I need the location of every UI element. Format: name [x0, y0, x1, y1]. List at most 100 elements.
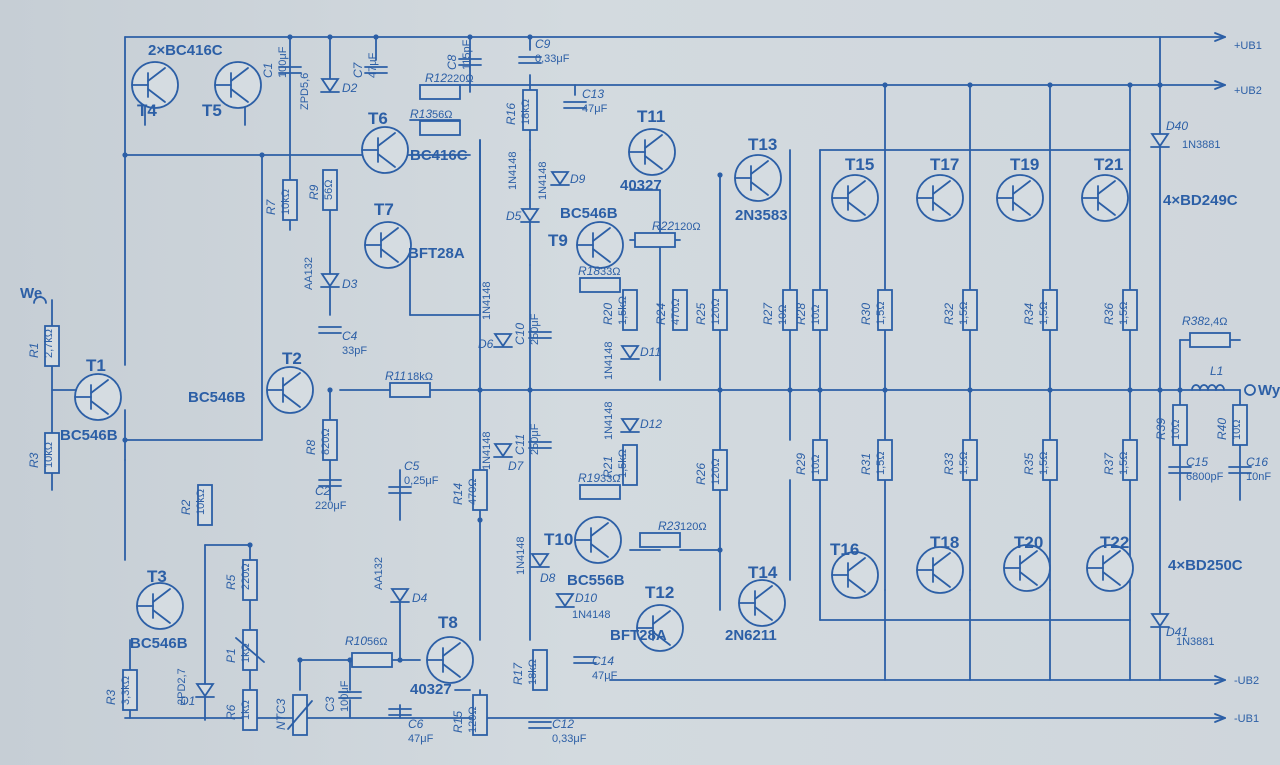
transistor-emitter-t11: [644, 155, 663, 170]
resistor-name-r7: R7: [264, 198, 278, 215]
transistor-emitter-t12: [652, 631, 671, 646]
group-label-bottom-outputs: 4×BD250C: [1168, 557, 1243, 574]
transistor-collector-t16: [847, 557, 866, 572]
resistor-r16: [522, 89, 538, 131]
transistor-type-t13: 2N3583: [735, 207, 788, 224]
transistor-collector-t19: [1012, 180, 1031, 195]
transistor-type-t14: 2N6211: [725, 627, 777, 644]
transistor-emitter-t6: [377, 153, 396, 168]
transistor-collector-t21: [1097, 180, 1116, 195]
transistor-collector-t6: [377, 132, 396, 147]
resistor-name-r10: R10: [345, 634, 367, 648]
transistor-name-t2: T2: [282, 349, 302, 368]
diode-name-d8: D8: [540, 571, 556, 585]
resistor-value-r6: 1kΩ: [240, 700, 252, 720]
transistor-name-t7: T7: [374, 200, 394, 219]
capacitor-name-c5: C5: [404, 459, 420, 473]
resistor-r39: [1172, 404, 1188, 446]
capacitor-name-c14: C14: [592, 654, 614, 668]
transistor-emitter-t13: [750, 181, 769, 196]
diode-name-d11: D11: [640, 345, 661, 359]
capacitor-value-c6: 47μF: [408, 733, 434, 745]
resistor-name-p1: P1: [224, 648, 238, 663]
diode-value-d12: 1N4148: [603, 401, 615, 440]
transistor-collector-t15: [847, 180, 866, 195]
junction-dot: [527, 34, 533, 40]
resistor-r15: [472, 694, 488, 736]
diode-value-d3: AA132: [303, 257, 315, 290]
resistor-r22: [634, 232, 676, 248]
capacitor-name-c2: C2: [315, 484, 331, 498]
resistor-value-r37: 1,5Ω: [1118, 451, 1130, 475]
diode-value-d40: 1N3881: [1182, 139, 1221, 151]
resistor-value-r14: 470Ω: [467, 478, 479, 505]
wire: [1214, 80, 1226, 86]
resistor-r3b: [122, 669, 138, 711]
resistor-r33: [962, 439, 978, 481]
resistor-r14: [472, 469, 488, 511]
transistor-emitter-t7: [380, 248, 399, 263]
rail-label-ub1-neg: -UB1: [1234, 713, 1259, 725]
capacitor-value-c10: 250μF: [529, 313, 541, 345]
transistor-emitter-t15: [847, 201, 866, 216]
capacitor-name-c7: C7: [351, 61, 365, 78]
diode-d11: [620, 345, 640, 360]
transistor-collector-t13: [750, 160, 769, 175]
diode-value-d41: 1N3881: [1176, 636, 1215, 648]
resistor-r23: [639, 532, 681, 548]
transistor-emitter-t14: [754, 606, 773, 621]
transistor-type-t10: BC556B: [567, 572, 625, 589]
diode-value-d2: ZPD5,6: [299, 73, 311, 110]
junction-dot: [327, 34, 333, 40]
resistor-r12: [419, 84, 461, 100]
resistor-name-r25: R25: [694, 303, 708, 325]
group-label-diff-pair: 2×BC416C: [148, 42, 223, 59]
transistor-collector-t8: [442, 642, 461, 657]
diode-d3: [320, 273, 340, 288]
transistor-name-t13: T13: [748, 135, 777, 154]
junction-dot: [1047, 387, 1053, 393]
resistor-value-r26: 120Ω: [710, 458, 722, 485]
junction-dot: [122, 152, 128, 158]
capacitor-name-c8: C8: [445, 54, 459, 70]
transistor-type-t11: 40327: [620, 177, 662, 194]
resistor-name-r28: R28: [794, 303, 808, 325]
resistor-value-r18: 33Ω: [600, 266, 620, 278]
ntc-slash: [287, 700, 313, 730]
resistor-r24: [672, 289, 688, 331]
resistor-name-r12: R12: [425, 71, 447, 85]
resistor-r25: [712, 289, 728, 331]
capacitor-name-c4: C4: [342, 329, 358, 343]
transistor-collector-t3: [152, 588, 171, 603]
input-terminal: [33, 296, 47, 304]
resistor-value-r23: 120Ω: [680, 521, 707, 533]
transistor-name-t14: T14: [748, 563, 778, 582]
resistor-value-r15: 120Ω: [467, 706, 479, 733]
resistor-name-r34: R34: [1022, 303, 1036, 325]
transistor-name-t8: T8: [438, 613, 458, 632]
transistor-name-t21: T21: [1094, 155, 1123, 174]
transistor-collector-t14: [754, 585, 773, 600]
resistor-r34: [1042, 289, 1058, 331]
capacitor-name-c15: C15: [1186, 455, 1208, 469]
resistor-name-r37: R37: [1102, 452, 1116, 475]
resistor-name-r40: R40: [1215, 418, 1229, 440]
resistor-r5: [242, 559, 258, 601]
rail-label-ub1-pos: +UB1: [1234, 40, 1262, 52]
transistor-name-t17: T17: [930, 155, 959, 174]
transistor-emitter-t4: [147, 88, 166, 103]
capacitor-value-c7: 47μF: [367, 52, 379, 78]
transistor-name-t20: T20: [1014, 533, 1043, 552]
transistor-name-t11: T11: [637, 107, 665, 126]
resistor-r11: [389, 382, 431, 398]
junction-dot: [717, 547, 723, 553]
capacitor-value-c2: 220μF: [315, 500, 347, 512]
group-label-top-outputs: 4×BD249C: [1163, 192, 1238, 209]
junction-dot: [717, 387, 723, 393]
resistor-name-r3b: R3: [104, 689, 118, 705]
diode-name-d2: D2: [342, 81, 358, 95]
resistor-value-r28: 10Ω: [810, 305, 822, 325]
transistor-name-t6: T6: [368, 109, 388, 128]
diode-name-d4: D4: [412, 591, 428, 605]
junction-dot: [297, 657, 303, 663]
